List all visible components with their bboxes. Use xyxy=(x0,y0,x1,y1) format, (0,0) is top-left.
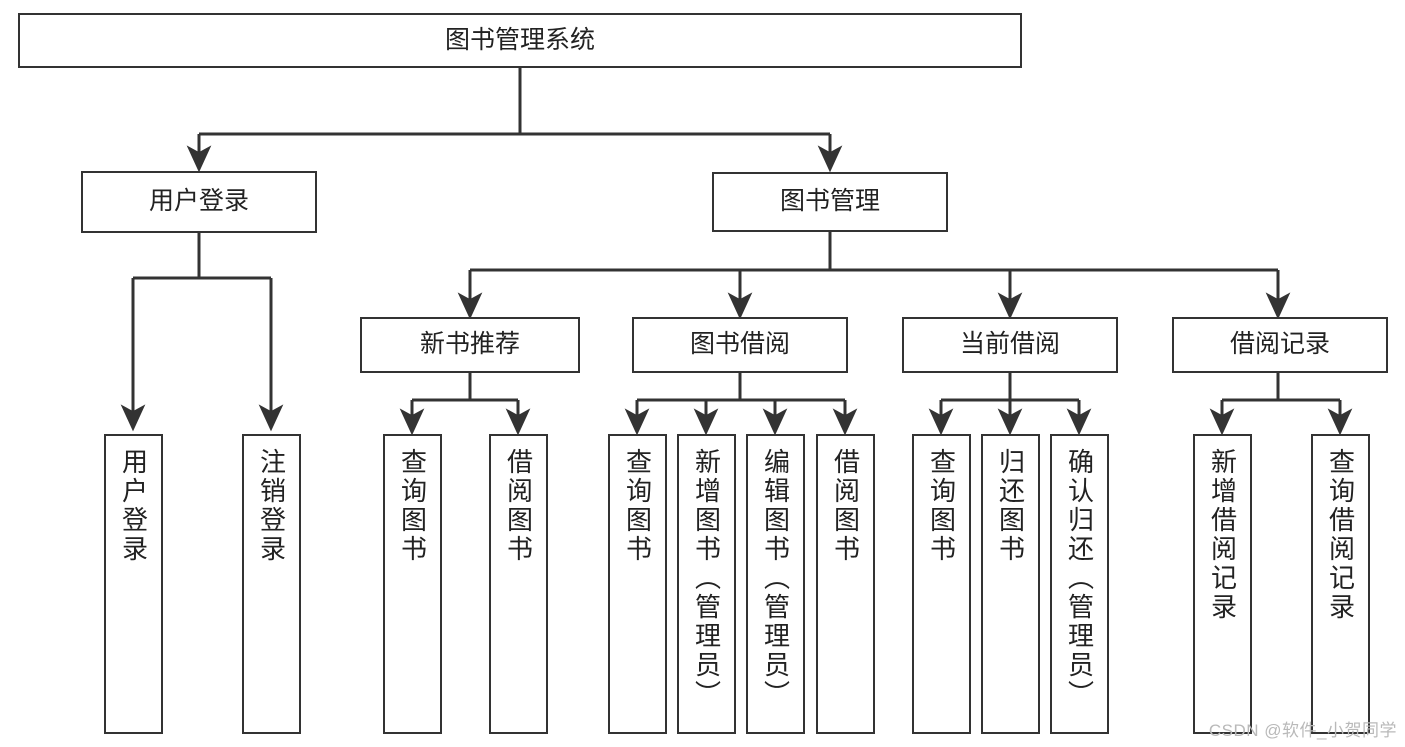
node-leaf-query-book-1[interactable]: 查询图书 xyxy=(383,434,442,734)
node-leaf-borrow-book-1-label: 借阅图书 xyxy=(503,448,534,564)
node-leaf-edit-book-label: 编辑图书（管理员） xyxy=(760,448,791,709)
node-current-borrow-label: 当前借阅 xyxy=(959,330,1060,359)
node-leaf-query-book-3[interactable]: 查询图书 xyxy=(912,434,971,734)
node-leaf-confirm-return[interactable]: 确认归还（管理员） xyxy=(1050,434,1109,734)
node-root-label: 图书管理系统 xyxy=(444,25,595,54)
node-leaf-borrow-book-1[interactable]: 借阅图书 xyxy=(489,434,548,734)
node-leaf-query-book-1-label: 查询图书 xyxy=(397,448,428,564)
node-new-book-recommend[interactable]: 新书推荐 xyxy=(360,317,580,373)
node-root[interactable]: 图书管理系统 xyxy=(18,13,1022,68)
node-book-borrow[interactable]: 图书借阅 xyxy=(632,317,848,373)
node-leaf-add-record-label: 新增借阅记录 xyxy=(1207,448,1238,622)
node-leaf-return-book[interactable]: 归还图书 xyxy=(981,434,1040,734)
node-leaf-query-book-2-label: 查询图书 xyxy=(622,448,653,564)
node-user-login-label: 用户登录 xyxy=(148,187,249,216)
node-user-login[interactable]: 用户登录 xyxy=(81,171,317,233)
watermark-text: CSDN @软件_小贺同学 xyxy=(1208,721,1397,740)
node-book-manage[interactable]: 图书管理 xyxy=(712,172,948,232)
node-leaf-user-login-label: 用户登录 xyxy=(118,448,149,564)
node-leaf-user-logout-label: 注销登录 xyxy=(256,448,287,564)
node-leaf-edit-book[interactable]: 编辑图书（管理员） xyxy=(746,434,805,734)
node-borrow-record-label: 借阅记录 xyxy=(1229,330,1330,359)
node-leaf-query-record[interactable]: 查询借阅记录 xyxy=(1311,434,1370,734)
node-leaf-query-book-3-label: 查询图书 xyxy=(926,448,957,564)
node-book-manage-label: 图书管理 xyxy=(779,187,880,216)
node-leaf-confirm-return-label: 确认归还（管理员） xyxy=(1064,448,1095,709)
node-leaf-add-book[interactable]: 新增图书（管理员） xyxy=(677,434,736,734)
node-leaf-user-login[interactable]: 用户登录 xyxy=(104,434,163,734)
node-new-book-recommend-label: 新书推荐 xyxy=(419,330,520,359)
node-leaf-add-book-label: 新增图书（管理员） xyxy=(691,448,722,709)
node-leaf-return-book-label: 归还图书 xyxy=(995,448,1026,564)
node-borrow-record[interactable]: 借阅记录 xyxy=(1172,317,1388,373)
node-leaf-query-record-label: 查询借阅记录 xyxy=(1325,448,1356,622)
node-leaf-borrow-book-2[interactable]: 借阅图书 xyxy=(816,434,875,734)
node-current-borrow[interactable]: 当前借阅 xyxy=(902,317,1118,373)
node-book-borrow-label: 图书借阅 xyxy=(689,330,790,359)
node-leaf-query-book-2[interactable]: 查询图书 xyxy=(608,434,667,734)
node-leaf-borrow-book-2-label: 借阅图书 xyxy=(830,448,861,564)
node-leaf-user-logout[interactable]: 注销登录 xyxy=(242,434,301,734)
node-leaf-add-record[interactable]: 新增借阅记录 xyxy=(1193,434,1252,734)
